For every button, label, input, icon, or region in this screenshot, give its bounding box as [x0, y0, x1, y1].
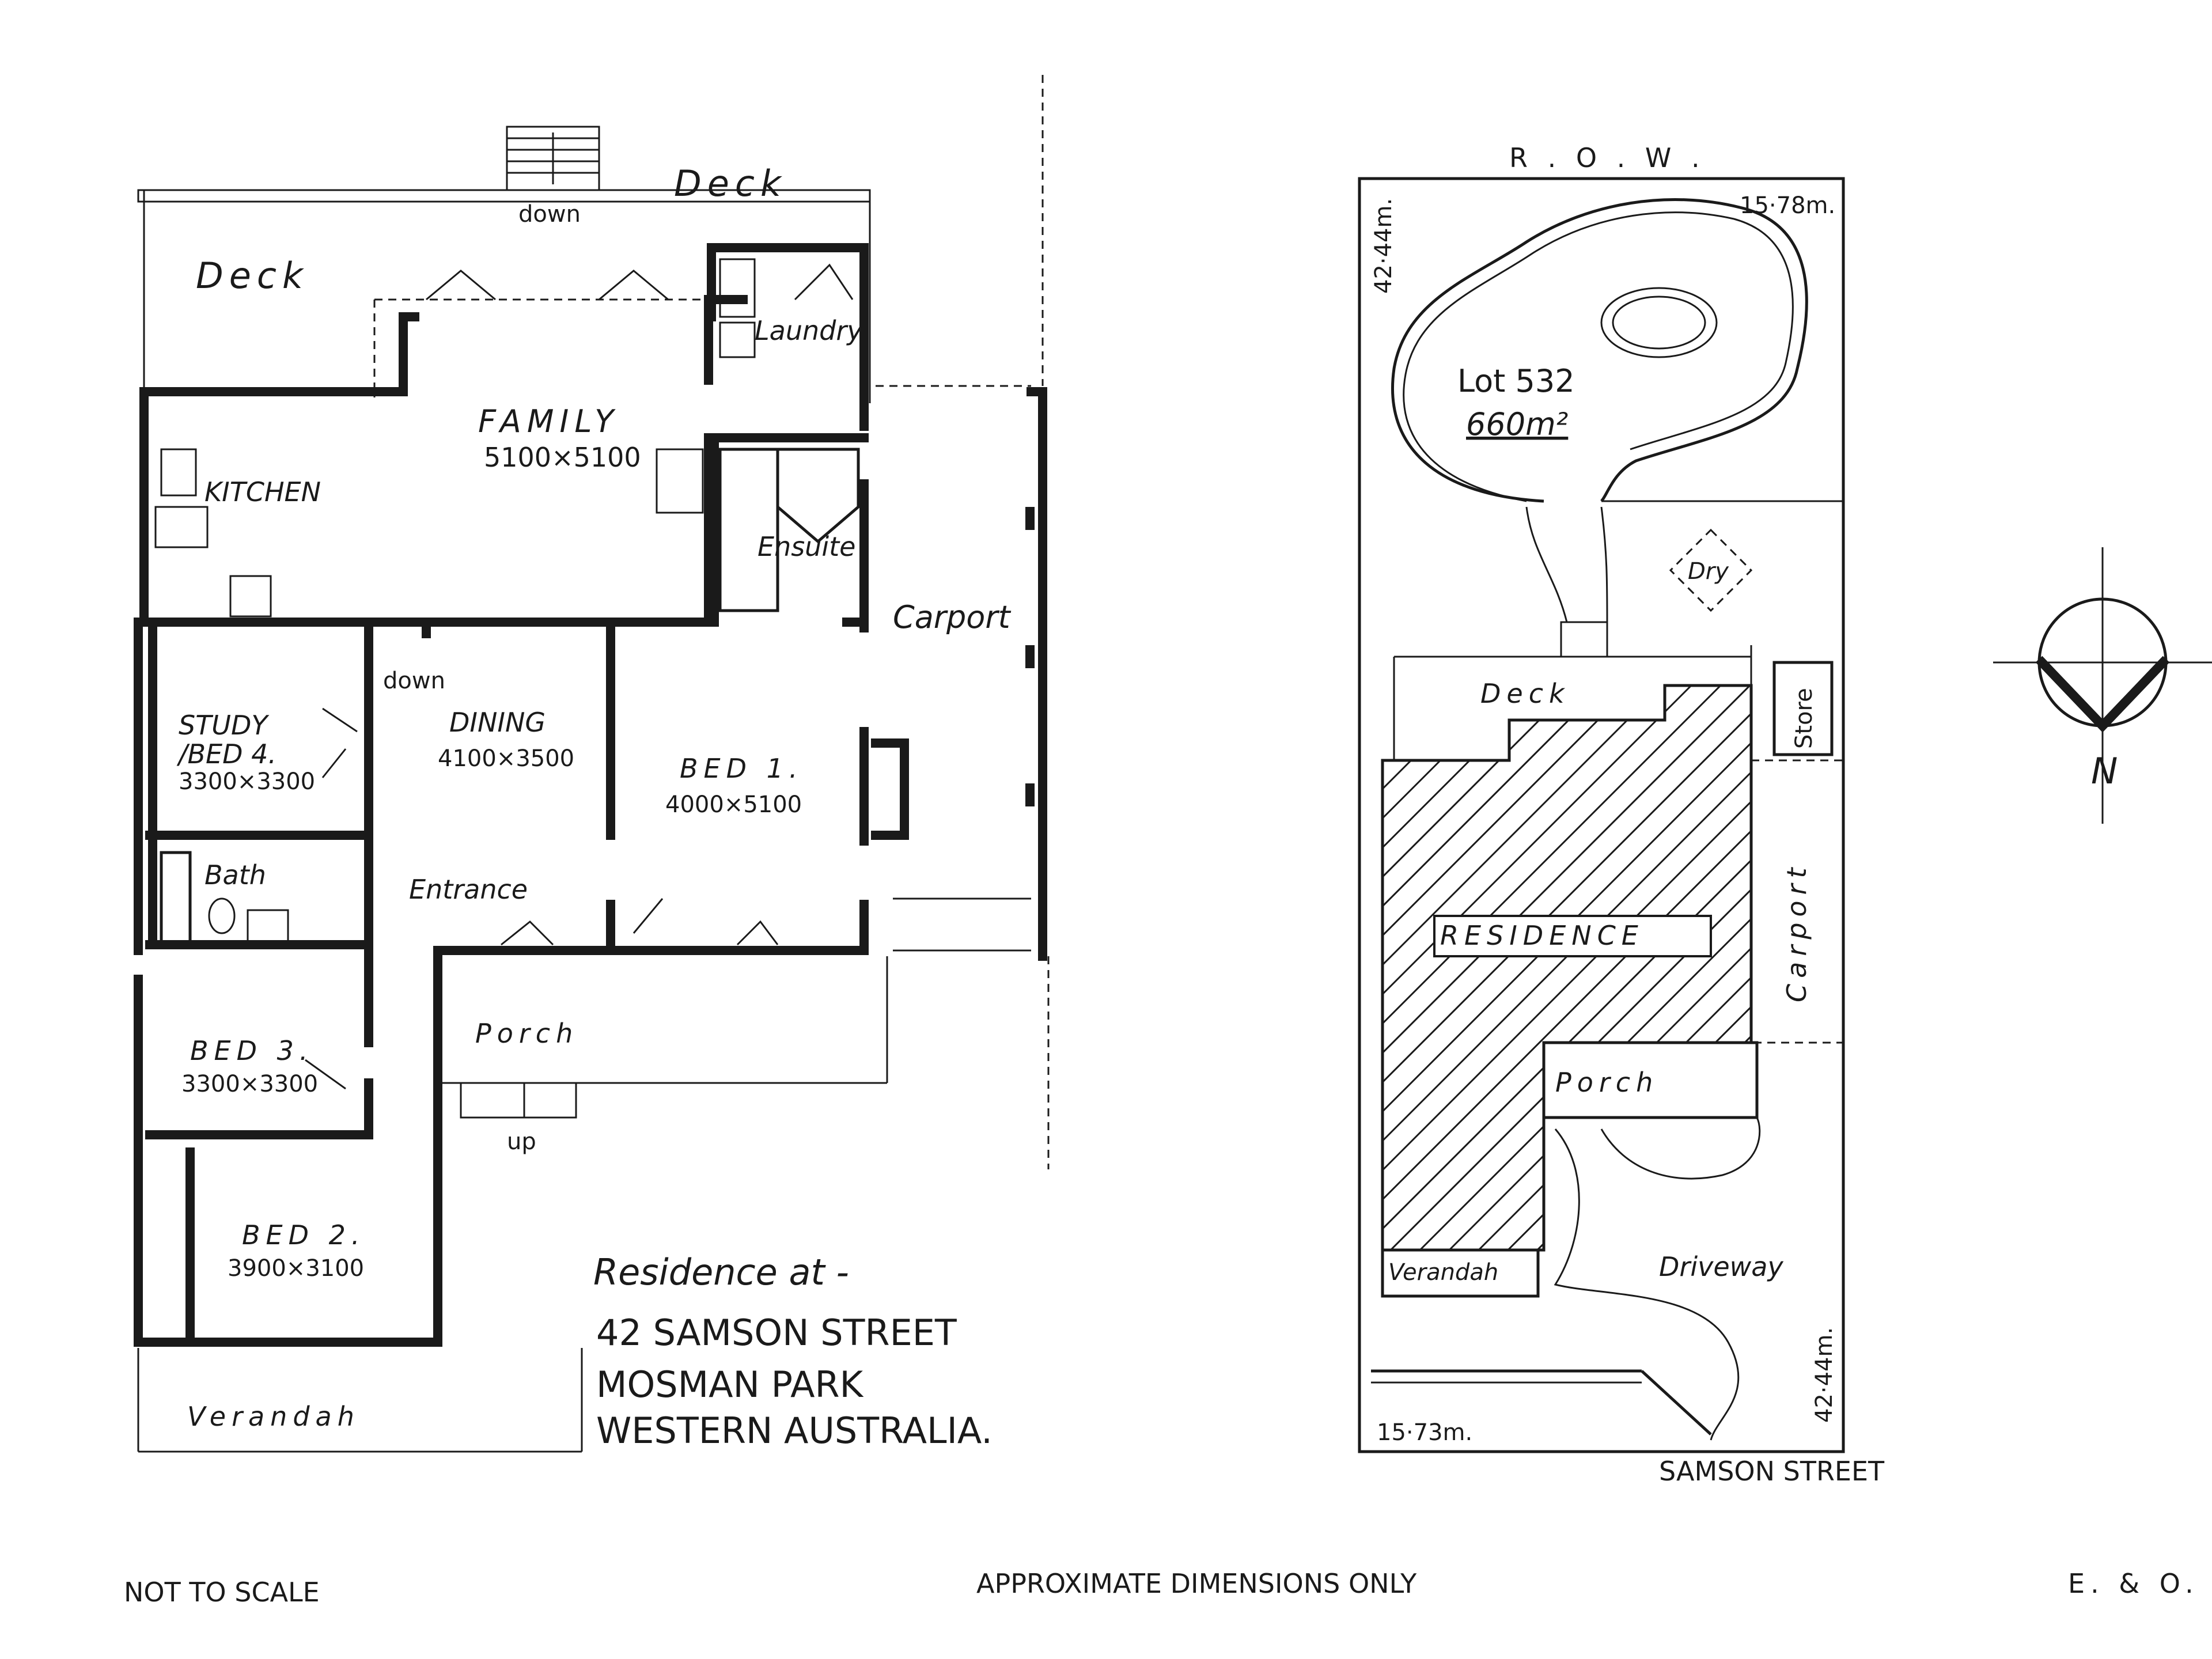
- room-label-kitchen: KITCHEN: [204, 476, 321, 507]
- room-label-study-2: /BED 4.: [176, 738, 276, 770]
- site-label-dry: Dry: [1688, 558, 1729, 585]
- site-plan: [1358, 177, 1845, 1453]
- floor-plan: [134, 75, 1050, 1453]
- footer: NOT TO SCALE APPROXIMATE DIMENSIONS ONLY…: [124, 1568, 2212, 1608]
- room-label-family: FAMILY: [478, 403, 619, 440]
- site-label-store: Store: [1791, 688, 1817, 749]
- site-plan-labels: R . O . W . 15·78m. 42·44m. Lot 532 660m…: [1370, 142, 1885, 1487]
- stair-label-up: up: [507, 1128, 536, 1155]
- footer-eoe: E. & O. E: [2068, 1568, 2212, 1599]
- room-label-deck-top: Deck: [674, 162, 787, 204]
- interior-walls: [145, 243, 1047, 1347]
- room-label-study-1: STUDY: [179, 710, 270, 741]
- room-label-laundry: Laundry: [755, 315, 863, 346]
- north-label: N: [2091, 750, 2118, 792]
- pool-outline: [1391, 198, 1808, 503]
- address-heading: Residence at -: [593, 1251, 849, 1293]
- room-dim-bed3: 3300×3300: [181, 1071, 318, 1097]
- room-label-deck-left: Deck: [196, 255, 309, 297]
- dry-area: [1669, 528, 1753, 612]
- site-dim-width-top: 15·78m.: [1740, 192, 1835, 219]
- site-porch: [1542, 1041, 1759, 1119]
- room-label-bed3: BED 3.: [190, 1035, 314, 1066]
- deck-outline: [137, 126, 871, 403]
- room-label-verandah: Verandah: [187, 1401, 360, 1432]
- residence-footprint: [1381, 684, 1753, 1252]
- store-box: [1772, 661, 1834, 756]
- site-label-street: SAMSON STREET: [1659, 1456, 1885, 1487]
- site-verandah: [1381, 1248, 1540, 1298]
- footer-approximate: APPROXIMATE DIMENSIONS ONLY: [976, 1568, 1417, 1599]
- room-label-carport: Carport: [893, 599, 1012, 635]
- room-label-bed2: BED 2.: [242, 1219, 366, 1251]
- site-label-residence: RESIDENCE: [1440, 920, 1644, 951]
- site-label-verandah: Verandah: [1388, 1259, 1498, 1286]
- address-line-2: MOSMAN PARK: [596, 1363, 864, 1406]
- residence-label-box: [1433, 915, 1712, 957]
- room-label-ensuite: Ensuite: [757, 531, 855, 562]
- room-dim-bed2: 3900×3100: [228, 1255, 364, 1282]
- floor-plan-labels: Deck Deck Laundry FAMILY 5100×5100 KITCH…: [176, 162, 1012, 1432]
- site-label-deck: Deck: [1480, 678, 1570, 709]
- site-deck: [1393, 645, 1752, 760]
- door-swings: [305, 263, 854, 1090]
- address-block: Residence at - 42 SAMSON STREET MOSMAN P…: [593, 1251, 993, 1452]
- site-label-porch: Porch: [1555, 1067, 1658, 1098]
- site-dim-depth-left: 42·44m.: [1370, 198, 1397, 294]
- room-label-dining: DINING: [449, 707, 546, 738]
- lot-boundary: [1358, 177, 1845, 1453]
- site-carport: [1750, 759, 1844, 1044]
- site-label-driveway: Driveway: [1659, 1251, 1783, 1282]
- site-dim-width-bottom: 15·73m.: [1377, 1419, 1472, 1446]
- address-line-3: WESTERN AUSTRALIA.: [596, 1410, 993, 1452]
- address-line-1: 42 SAMSON STREET: [596, 1312, 957, 1354]
- room-dim-study: 3300×3300: [179, 768, 315, 795]
- site-dim-depth-right: 42·44m.: [1811, 1327, 1838, 1423]
- verandah-outline: [137, 1348, 583, 1453]
- site-label-row: R . O . W .: [1509, 142, 1706, 173]
- footer-not-to-scale: NOT TO SCALE: [124, 1577, 320, 1608]
- fixtures: [154, 258, 860, 946]
- room-label-bath: Bath: [204, 859, 266, 891]
- driveway: [1554, 1117, 1761, 1441]
- stair-label-down-mid: down: [383, 668, 445, 694]
- porch-outline: [438, 956, 888, 1119]
- room-dim-bed1: 4000×5100: [665, 791, 802, 818]
- site-label-lot: Lot 532: [1457, 363, 1575, 399]
- north-arrow: N: [1993, 547, 2212, 824]
- room-label-bed1: BED 1.: [680, 753, 804, 784]
- room-label-entrance: Entrance: [409, 874, 528, 905]
- stair-label-down-top: down: [518, 201, 581, 228]
- room-dim-dining: 4100×3500: [438, 745, 574, 772]
- site-label-area: 660m²: [1466, 406, 1568, 442]
- room-dim-family: 5100×5100: [484, 442, 641, 473]
- carport-outline: [876, 75, 1050, 1169]
- site-label-carport: Carport: [1781, 862, 1812, 1002]
- room-label-porch: Porch: [475, 1018, 578, 1049]
